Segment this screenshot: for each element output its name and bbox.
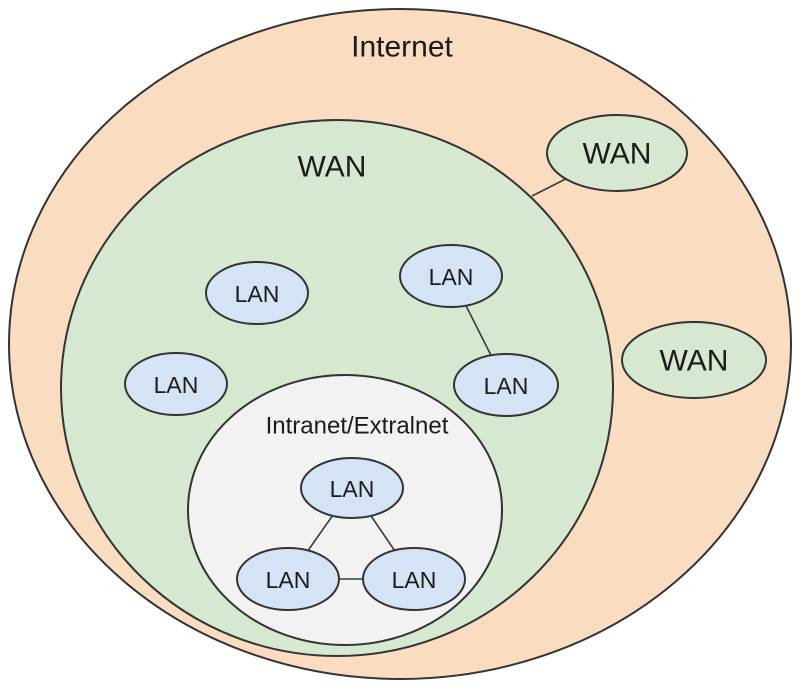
lan-intranet-top-ellipse — [300, 457, 404, 519]
lan-intranet-right-ellipse — [362, 547, 466, 611]
lan-wan-right-ellipse — [453, 353, 559, 417]
intranet-label: Intranet/Extralnet — [266, 413, 449, 440]
wan-main-label: WAN — [298, 151, 367, 184]
lan-wan-top-right-ellipse — [399, 244, 503, 308]
lan-wan-left-label: LAN — [154, 372, 199, 398]
lan-intranet-left-label: LAN — [266, 567, 311, 593]
lan-wan-top-left-label: LAN — [235, 281, 280, 307]
wan-satellite-right-label: WAN — [660, 345, 729, 378]
lan-wan-top-right-label: LAN — [429, 264, 474, 290]
lan-wan-top-left-ellipse — [205, 261, 309, 325]
lan-wan-left-ellipse — [124, 352, 228, 416]
lan-intranet-top-label: LAN — [330, 476, 375, 502]
lan-intranet-right-label: LAN — [392, 567, 437, 593]
internet-label: Internet — [351, 31, 453, 64]
wan-satellite-top-ellipse — [546, 114, 688, 192]
wan-satellite-right-ellipse — [621, 321, 767, 399]
lan-intranet-left-ellipse — [236, 547, 340, 611]
wan-satellite-top-label: WAN — [583, 138, 652, 171]
lan-wan-right-label: LAN — [484, 373, 529, 399]
